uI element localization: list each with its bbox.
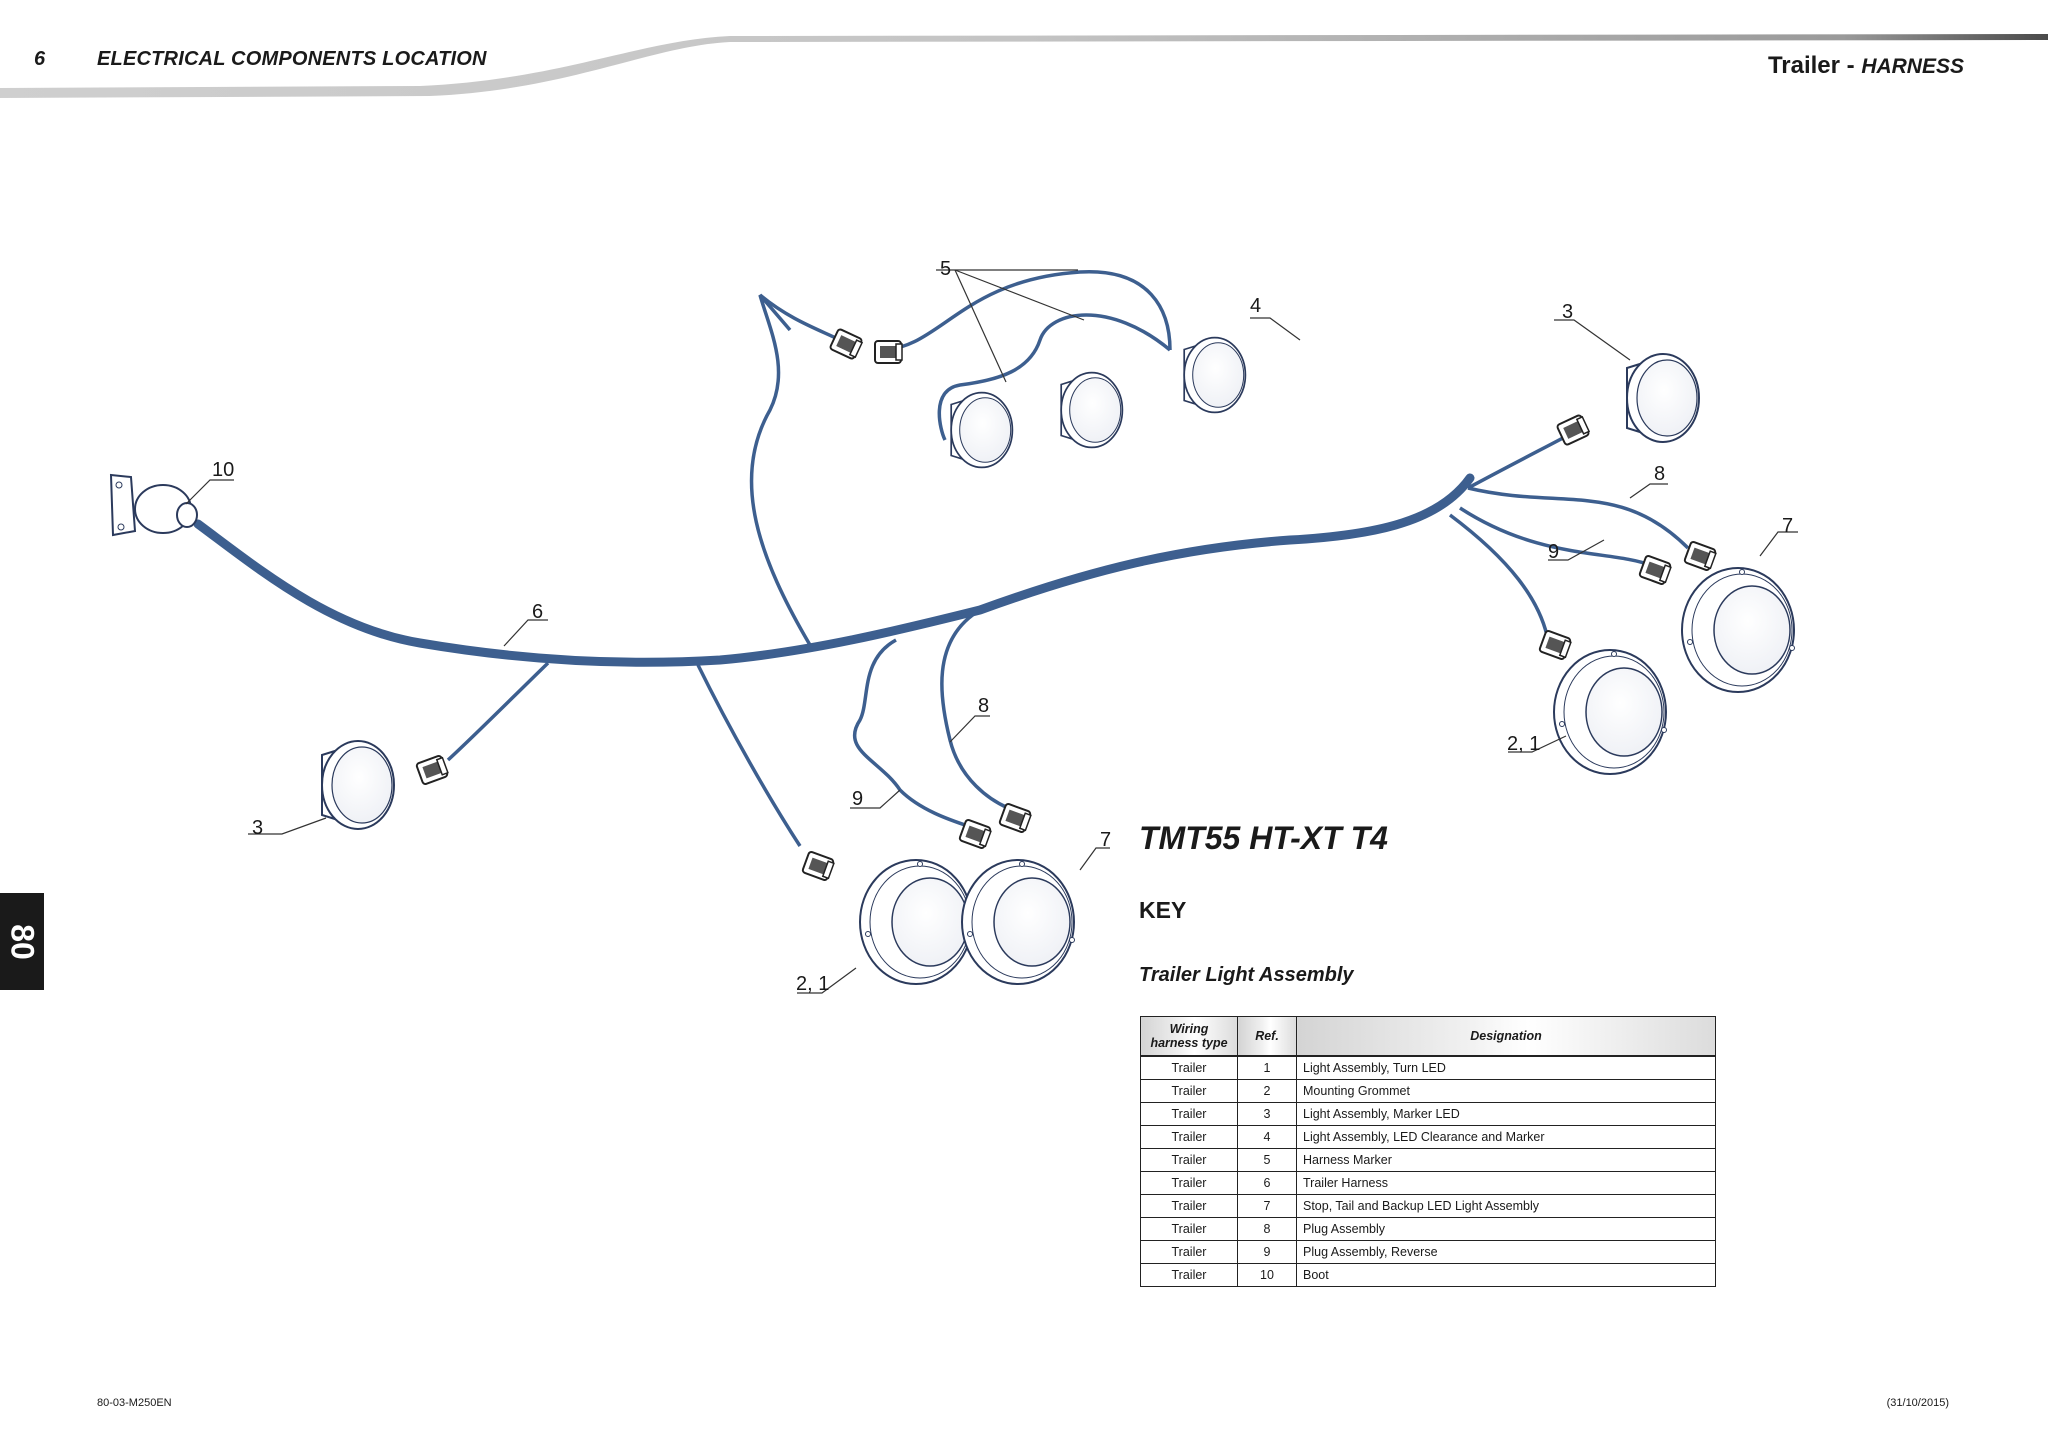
- callout-marker-left: 3: [252, 817, 263, 839]
- callout-plug-right: 8: [1654, 463, 1665, 485]
- cell-designation: Mounting Grommet: [1296, 1079, 1716, 1103]
- cell-ref: 9: [1237, 1240, 1297, 1264]
- callout-stop-right: 7: [1782, 515, 1793, 537]
- header-swoosh: [0, 34, 2048, 98]
- cell-type: Trailer: [1140, 1194, 1238, 1218]
- key-title: KEY: [1139, 897, 1187, 923]
- callout-plug-rev-right: 9: [1548, 541, 1559, 563]
- callout-harness: 6: [532, 601, 543, 623]
- main-harness: [193, 473, 1475, 667]
- boot-connector: [109, 473, 198, 537]
- table-header-row: Wiring harness type Ref. Designation: [1140, 1016, 1716, 1057]
- cell-ref: 5: [1237, 1148, 1297, 1172]
- callout-turn-mid: 2, 1: [796, 973, 829, 995]
- cell-type: Trailer: [1140, 1263, 1238, 1287]
- cell-designation: Boot: [1296, 1263, 1716, 1287]
- leader-lines: [185, 269, 1798, 994]
- cell-ref: 7: [1237, 1194, 1297, 1218]
- cell-ref: 1: [1237, 1055, 1297, 1080]
- cell-ref: 6: [1237, 1171, 1297, 1195]
- cell-designation: Light Assembly, LED Clearance and Marker: [1296, 1125, 1716, 1149]
- cell-type: Trailer: [1140, 1055, 1238, 1080]
- cell-designation: Harness Marker: [1296, 1148, 1716, 1172]
- cell-designation: Plug Assembly, Reverse: [1296, 1240, 1716, 1264]
- col-header-ref: Ref.: [1237, 1016, 1297, 1057]
- callout-boot: 10: [212, 459, 234, 481]
- cell-type: Trailer: [1140, 1102, 1238, 1126]
- chapter-number: 6: [34, 48, 46, 70]
- parts-key-table: Wiring harness type Ref. Designation Tra…: [1140, 1016, 1716, 1287]
- cell-ref: 8: [1237, 1217, 1297, 1241]
- callout-clearance: 4: [1250, 295, 1261, 317]
- section-title-main: Trailer -: [1767, 52, 1862, 79]
- cell-ref: 3: [1237, 1102, 1297, 1126]
- doc-date: (31/10/2015): [1886, 1397, 1949, 1409]
- callout-stop-mid: 7: [1100, 829, 1111, 851]
- model-title: TMT55 HT-XT T4: [1139, 820, 1388, 856]
- cell-type: Trailer: [1140, 1240, 1238, 1264]
- chapter-side-tab: 80: [0, 893, 44, 990]
- section-title: Trailer - HARNESS: [1768, 52, 1964, 80]
- cell-designation: Plug Assembly: [1296, 1217, 1716, 1241]
- callout-plug-mid: 8: [978, 695, 989, 717]
- cell-type: Trailer: [1140, 1171, 1238, 1195]
- cell-type: Trailer: [1140, 1125, 1238, 1149]
- cell-designation: Light Assembly, Turn LED: [1296, 1055, 1716, 1080]
- section-subtitle: HARNESS: [1861, 55, 1964, 78]
- callout-plug-rev-mid: 9: [852, 788, 863, 810]
- chapter-title: ELECTRICAL COMPONENTS LOCATION: [97, 48, 487, 70]
- callout-marker-right: 3: [1562, 301, 1573, 323]
- col-header-designation: Designation: [1296, 1016, 1716, 1057]
- doc-code: 80-03-M250EN: [97, 1397, 172, 1409]
- col-header-harness-type: Wiring harness type: [1140, 1016, 1238, 1057]
- harness-wires: [446, 270, 1690, 847]
- cell-ref: 4: [1237, 1125, 1297, 1149]
- cell-designation: Light Assembly, Marker LED: [1296, 1102, 1716, 1126]
- cell-ref: 2: [1237, 1079, 1297, 1103]
- key-subtitle: Trailer Light Assembly: [1139, 964, 1354, 986]
- cell-ref: 10: [1237, 1263, 1297, 1287]
- cell-type: Trailer: [1140, 1148, 1238, 1172]
- cell-type: Trailer: [1140, 1217, 1238, 1241]
- callout-turn-right: 2, 1: [1507, 733, 1540, 755]
- callout-harness-marker: 5: [940, 258, 951, 280]
- cell-type: Trailer: [1140, 1079, 1238, 1103]
- cell-designation: Trailer Harness: [1296, 1171, 1716, 1195]
- cell-designation: Stop, Tail and Backup LED Light Assembly: [1296, 1194, 1716, 1218]
